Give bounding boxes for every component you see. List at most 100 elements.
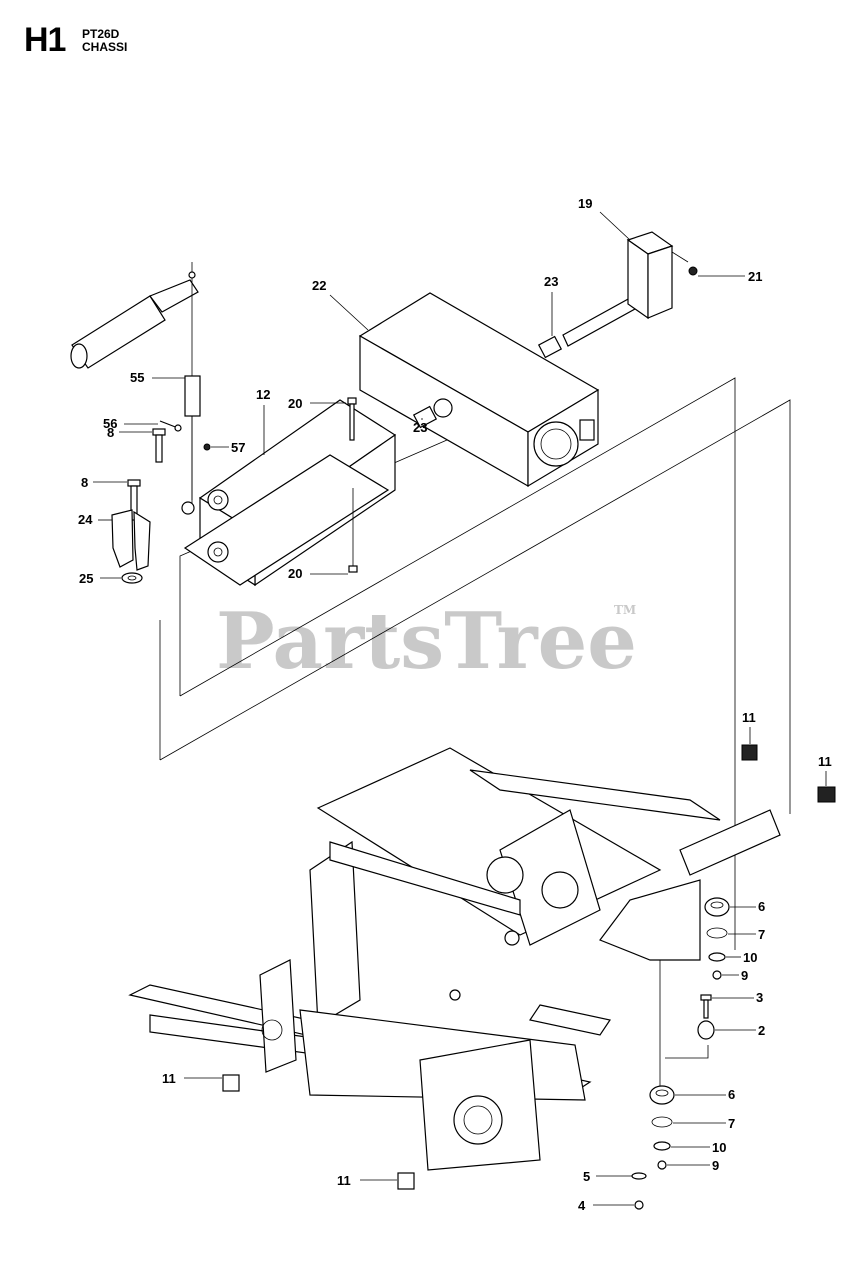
callout-19: 19	[578, 196, 631, 241]
part-10-washer-lower	[653, 1141, 671, 1151]
svg-text:10: 10	[712, 1140, 726, 1155]
svg-text:23: 23	[544, 274, 558, 289]
svg-text:19: 19	[578, 196, 592, 211]
svg-text:7: 7	[728, 1116, 735, 1131]
svg-text:7: 7	[758, 927, 765, 942]
part-6-bearing-upper	[704, 897, 730, 917]
part-5-washer	[631, 1172, 647, 1180]
callout-2: 2	[715, 1023, 765, 1038]
svg-text:6: 6	[758, 899, 765, 914]
callout-11-d: 11	[337, 1173, 397, 1188]
part-56-cotter-pin	[159, 420, 182, 432]
svg-text:21: 21	[748, 269, 762, 284]
callout-57: 57	[211, 440, 245, 455]
svg-text:4: 4	[578, 1198, 586, 1213]
watermark-text: PartsTree	[216, 596, 637, 687]
svg-text:20: 20	[288, 566, 302, 581]
svg-text:56: 56	[103, 416, 117, 431]
svg-text:2: 2	[758, 1023, 765, 1038]
callout-9-lower: 9	[667, 1158, 719, 1173]
svg-text:11: 11	[337, 1173, 351, 1188]
callout-3: 3	[712, 990, 763, 1005]
part-23-bushing-right	[537, 335, 563, 359]
svg-text:11: 11	[162, 1071, 176, 1086]
part-20-bolt-upper	[347, 397, 357, 441]
part-4-nut	[634, 1200, 644, 1210]
callout-5: 5	[583, 1169, 632, 1184]
model-name: PT26D	[82, 27, 120, 41]
svg-text:25: 25	[79, 571, 93, 586]
part-11-bumper-front-bottom	[397, 1172, 415, 1190]
part-7-ring-upper	[706, 927, 728, 939]
svg-text:6: 6	[728, 1087, 735, 1102]
callout-7-upper: 7	[728, 927, 765, 942]
callout-7-lower: 7	[673, 1116, 735, 1131]
part-12-arm-plate	[181, 399, 397, 587]
svg-text:12: 12	[256, 387, 270, 402]
svg-text:24: 24	[78, 512, 93, 527]
callout-9-upper: 9	[722, 968, 748, 983]
svg-text:22: 22	[312, 278, 326, 293]
svg-text:9: 9	[712, 1158, 719, 1173]
hydraulic-cylinder-part	[70, 262, 199, 500]
part-22-axle-housing	[358, 292, 600, 488]
svg-text:20: 20	[288, 396, 302, 411]
svg-text:23: 23	[413, 420, 427, 435]
svg-text:11: 11	[742, 710, 756, 725]
callout-20-upper: 20	[288, 396, 346, 411]
part-3-bolt	[700, 994, 712, 1019]
part-25-washer	[121, 572, 143, 584]
callout-56: 56	[103, 416, 158, 431]
svg-text:5: 5	[583, 1169, 590, 1184]
part-7-ring-lower	[651, 1116, 673, 1128]
callout-20-lower: 20	[288, 566, 348, 581]
callout-22: 22	[312, 278, 369, 331]
callout-10-upper: 10	[726, 950, 757, 965]
part-20-bolt-lower	[348, 488, 358, 573]
svg-text:11: 11	[818, 754, 832, 769]
section-title: CHASSI	[82, 40, 128, 54]
svg-text:3: 3	[756, 990, 763, 1005]
callout-8-lower: 8	[81, 475, 127, 490]
svg-text:57: 57	[231, 440, 245, 455]
callout-4: 4	[578, 1198, 634, 1213]
callout-24: 24	[78, 512, 112, 527]
chassis-frame	[128, 747, 781, 1171]
part-2-spacer	[697, 1020, 715, 1040]
callout-21: 21	[698, 269, 762, 284]
part-57-nut	[203, 443, 211, 451]
part-9-nut-upper	[712, 970, 722, 980]
callout-11-b: 11	[818, 754, 832, 786]
part-11-bumper-rear-right	[817, 786, 836, 803]
part-11-bumper-front-left	[222, 1074, 240, 1092]
section-code: H1	[24, 21, 66, 59]
callout-23-upper: 23	[544, 274, 558, 336]
part-21-nut	[688, 266, 698, 276]
callout-6-lower: 6	[675, 1087, 735, 1102]
callout-25: 25	[79, 571, 121, 586]
callout-23-lower: 23	[413, 418, 427, 435]
part-6-bearing-lower	[649, 1085, 675, 1105]
part-9-nut-lower	[657, 1160, 667, 1170]
part-10-washer-upper	[708, 952, 726, 962]
svg-text:8: 8	[107, 425, 114, 440]
svg-text:8: 8	[81, 475, 88, 490]
callout-11-a: 11	[742, 710, 756, 744]
watermark-trademark: TM	[614, 603, 636, 617]
callout-11-c: 11	[162, 1071, 222, 1086]
callout-12: 12	[256, 387, 270, 455]
callout-55: 55	[130, 370, 185, 385]
svg-text:55: 55	[130, 370, 144, 385]
part-11-bumper-rear-left	[741, 744, 758, 761]
part-8-bolt-upper	[152, 428, 166, 463]
callout-8-upper: 8	[107, 425, 152, 440]
part-23-bushing-left	[412, 405, 438, 429]
svg-text:10: 10	[743, 950, 757, 965]
callout-6-upper: 6	[730, 899, 765, 914]
part-19-pivot-bracket	[626, 231, 689, 320]
assembly-outline-lines	[159, 377, 791, 1100]
callout-10-lower: 10	[671, 1140, 726, 1155]
part-55-pin	[184, 375, 201, 510]
svg-text:9: 9	[741, 968, 748, 983]
